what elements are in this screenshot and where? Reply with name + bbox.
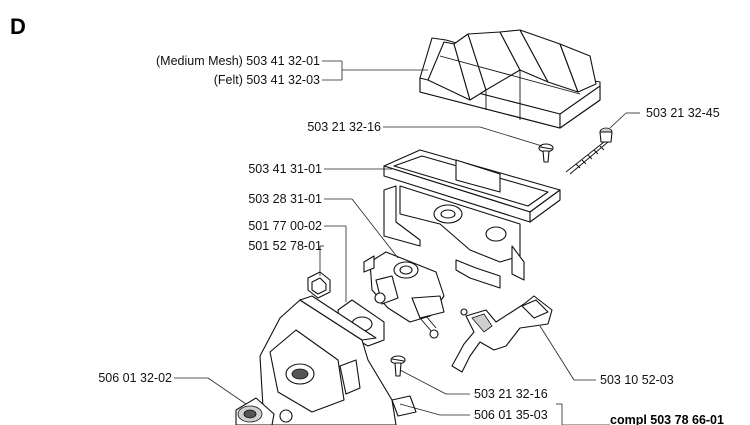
bolt-part (565, 127, 613, 175)
throttle-lever-part (451, 295, 553, 373)
label-bushing: 506 01 32-02 (98, 371, 172, 385)
label-bolt: 503 21 32-45 (646, 106, 720, 120)
label-housing: 506 01 35-03 (474, 408, 548, 422)
bushing-part (235, 397, 293, 425)
section-letter: D (10, 14, 26, 39)
filter-holder-part (383, 149, 561, 289)
carburetor-part (363, 251, 445, 339)
screw-bottom-part (390, 355, 406, 377)
housing-part (259, 295, 417, 425)
label-screw-bottom: 503 21 32-16 (474, 387, 548, 401)
label-air-filter-medium: (Medium Mesh) 503 41 32-01 (156, 54, 320, 68)
air-filter-part (419, 29, 601, 129)
label-nut: 501 52 78-01 (248, 239, 322, 253)
screw-top-part (538, 143, 554, 163)
label-filter-holder: 503 41 31-01 (248, 162, 322, 176)
nut-part (307, 271, 331, 299)
label-carburetor: 503 28 31-01 (248, 192, 322, 206)
label-gasket: 501 77 00-02 (248, 219, 322, 233)
label-air-filter-felt: (Felt) 503 41 32-03 (214, 73, 320, 87)
label-screw-top: 503 21 32-16 (307, 120, 381, 134)
label-throttle-lever: 503 10 52-03 (600, 373, 674, 387)
leader-lines (174, 60, 640, 425)
label-complete-kit: compl 503 78 66-01 (610, 413, 724, 425)
